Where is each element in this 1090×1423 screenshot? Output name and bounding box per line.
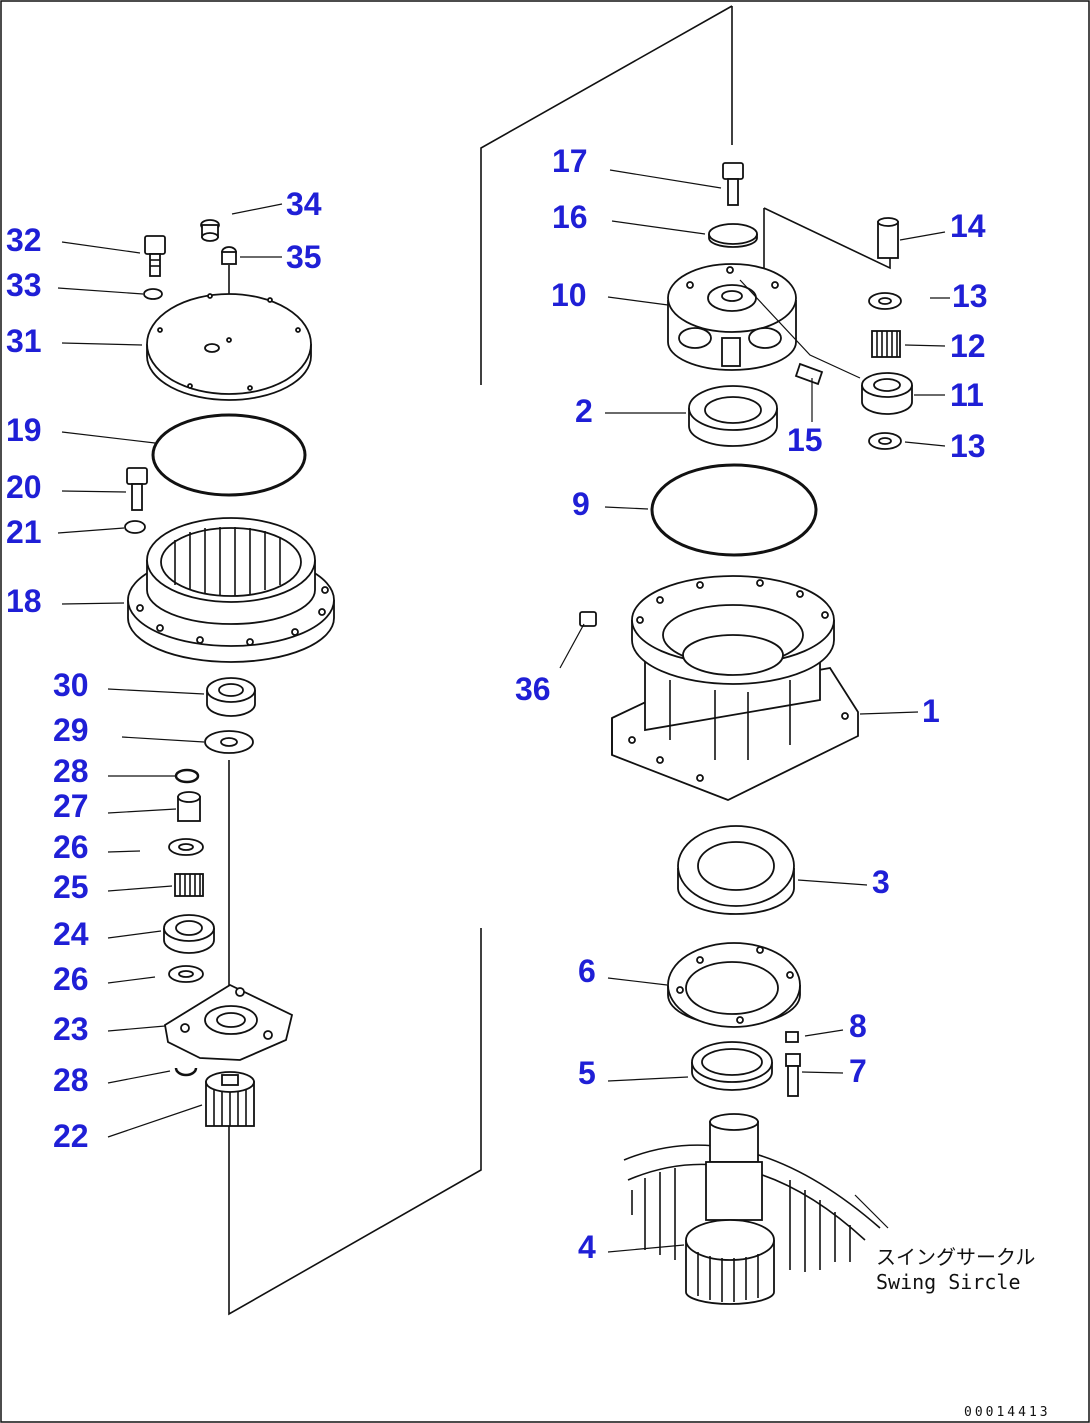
- callout-3: 3: [872, 864, 890, 900]
- callout-2: 2: [575, 393, 593, 429]
- part-32-bolt: [144, 235, 166, 277]
- callout-1: 1: [922, 693, 940, 729]
- part-9-o-ring: [650, 463, 818, 557]
- callout-21: 21: [6, 514, 42, 550]
- callout-11: 11: [950, 377, 984, 413]
- part-22-sun-gear: [205, 1071, 255, 1127]
- callout-20: 20: [6, 469, 42, 505]
- part-23-carrier: [164, 983, 294, 1061]
- callout-30: 30: [53, 667, 89, 703]
- part-35-breather: [221, 246, 237, 265]
- part-13-washer-upper: [868, 292, 902, 310]
- callout-36: 36: [515, 671, 551, 707]
- callout-34: 34: [286, 186, 322, 222]
- swing-circle-note-jp: スイングサークル: [876, 1245, 1035, 1269]
- part-11-planet-gear: [861, 372, 913, 415]
- swing-circle-note-en: Swing Sircle: [876, 1270, 1021, 1294]
- part-14-shaft: [877, 217, 899, 259]
- part-34-plug: [200, 219, 220, 242]
- part-31-cover: [146, 293, 312, 401]
- callout-13-upper: 13: [952, 278, 988, 314]
- callout-23: 23: [53, 1011, 89, 1047]
- callout-27: 27: [53, 788, 89, 824]
- part-27-shaft: [177, 791, 201, 822]
- part-16-plate: [708, 223, 758, 248]
- callout-28-lower: 28: [53, 1062, 89, 1098]
- part-19-o-ring: [151, 413, 307, 497]
- callouts: 1 2 3 4 5 6 7 8 9 10 11 12 13 13 14 15 1…: [6, 143, 988, 1265]
- part-29-plate: [204, 730, 254, 754]
- callout-17: 17: [552, 143, 588, 179]
- part-30-bearing: [206, 677, 256, 717]
- callout-13-lower: 13: [950, 428, 986, 464]
- callout-35: 35: [286, 239, 322, 275]
- part-1-housing: [611, 575, 859, 801]
- part-18-ring-gear: [127, 517, 335, 663]
- callout-28-upper: 28: [53, 753, 89, 789]
- callout-6: 6: [578, 953, 596, 989]
- callout-31: 31: [6, 323, 42, 359]
- part-13-washer-lower: [868, 432, 902, 450]
- part-15-pin: [794, 362, 824, 386]
- callout-26-upper: 26: [53, 829, 89, 865]
- callout-5: 5: [578, 1055, 596, 1091]
- callout-10: 10: [551, 277, 587, 313]
- part-28-snap-ring-upper: [174, 768, 200, 784]
- callout-8: 8: [849, 1008, 867, 1044]
- part-28-snap-ring-lower: [174, 1067, 198, 1077]
- callout-14: 14: [950, 208, 986, 244]
- part-4-pinion-shaft: [623, 1113, 881, 1305]
- part-33-washer: [143, 288, 163, 300]
- callout-25: 25: [53, 869, 89, 905]
- part-21-washer: [124, 520, 146, 534]
- part-36-plug: [579, 611, 597, 627]
- callout-7: 7: [849, 1053, 867, 1089]
- callout-26-lower: 26: [53, 961, 89, 997]
- callout-29: 29: [53, 712, 89, 748]
- part-24-planet-gear: [163, 914, 215, 954]
- part-26-washer-lower: [168, 965, 204, 983]
- callout-33: 33: [6, 267, 42, 303]
- part-25-needle-bearing: [174, 873, 204, 897]
- part-5-seal: [691, 1041, 773, 1091]
- callout-15: 15: [787, 422, 823, 458]
- callout-4: 4: [578, 1229, 596, 1265]
- part-17-bolt: [722, 162, 744, 206]
- part-7-bolt: [785, 1053, 801, 1097]
- callout-22: 22: [53, 1118, 89, 1154]
- document-number: 00014413: [964, 1405, 1051, 1420]
- callout-32: 32: [6, 222, 42, 258]
- callout-18: 18: [6, 583, 42, 619]
- part-20-bolt: [126, 467, 148, 511]
- part-12-needle-bearing: [871, 330, 901, 358]
- part-26-washer-upper: [168, 838, 204, 856]
- part-3-bearing: [677, 825, 795, 915]
- callout-19: 19: [6, 412, 42, 448]
- part-8-dowel: [785, 1031, 799, 1043]
- part-2-bearing: [688, 385, 778, 447]
- part-10-carrier: [667, 263, 797, 371]
- part-6-cover: [667, 942, 801, 1028]
- callout-12: 12: [950, 328, 986, 364]
- callout-9: 9: [572, 486, 590, 522]
- callout-24: 24: [53, 916, 89, 952]
- callout-16: 16: [552, 199, 588, 235]
- leader-lines: [57, 169, 950, 1253]
